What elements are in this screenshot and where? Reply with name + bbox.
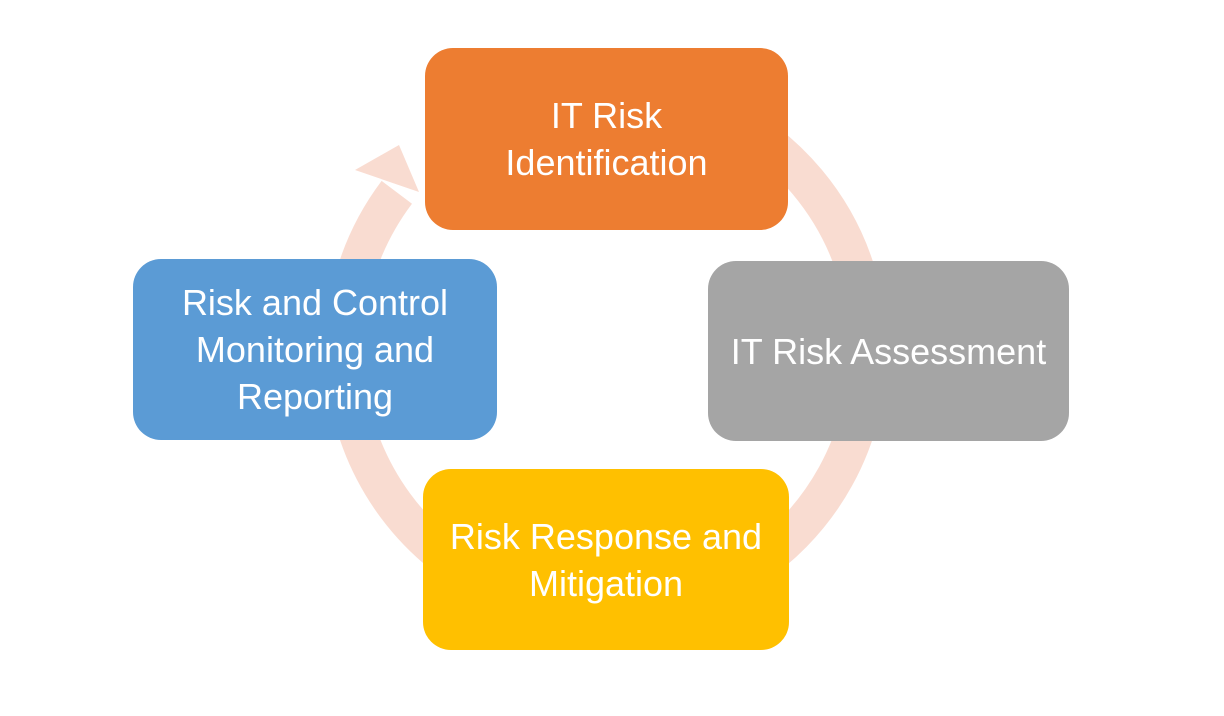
node-label-line: Reporting xyxy=(236,376,394,417)
node-it-risk-identification: IT Risk Identification xyxy=(425,48,788,230)
node-label-line: Mitigation xyxy=(528,562,684,604)
node-label-line: Risk and Control xyxy=(181,282,449,323)
node-label-line: Monitoring and xyxy=(195,329,435,370)
node-label-line: IT Risk Assessment xyxy=(730,330,1047,372)
node-risk-response-and-mitigation: Risk Response and Mitigation xyxy=(423,469,789,650)
node-label-line: IT Risk xyxy=(550,95,663,136)
node-label-line: Risk Response and xyxy=(449,515,763,557)
node-label-line: Identification xyxy=(505,142,708,183)
cycle-arrow-head-icon xyxy=(355,145,419,192)
node-it-risk-assessment: IT Risk Assessment xyxy=(708,261,1069,441)
node-risk-and-control-monitoring-and-reporting: Risk and Control Monitoring and Reportin… xyxy=(133,259,497,440)
